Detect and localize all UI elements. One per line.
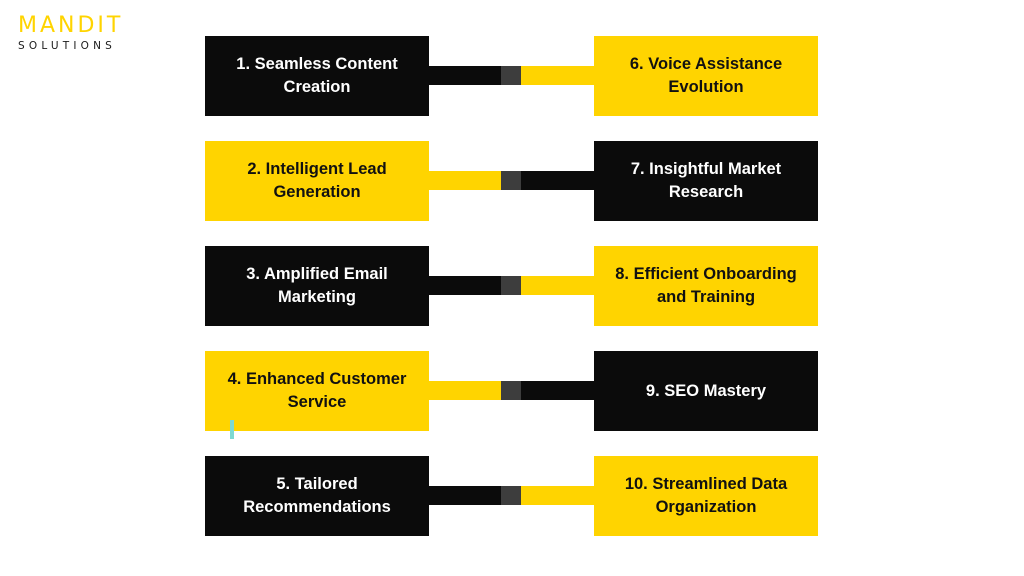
accent-mark [230, 420, 234, 439]
connector-right [521, 66, 594, 85]
benefit-label: 4. Enhanced Customer Service [227, 370, 407, 411]
benefit-label: 7. Insightful Market Research [630, 160, 782, 201]
benefit-box-right: 7. Insightful Market Research [594, 141, 818, 221]
connector-center [501, 486, 521, 505]
connector-center [501, 381, 521, 400]
benefit-label: 8. Efficient Onboarding and Training [615, 265, 797, 306]
brand-tagline: SOLUTIONS [18, 40, 117, 52]
connector-left [429, 486, 501, 505]
connector-right [521, 486, 594, 505]
connector-left [429, 276, 501, 295]
benefit-box-right: 8. Efficient Onboarding and Training [594, 246, 818, 326]
brand-logo: MANDIT SOLUTIONS [18, 13, 124, 53]
benefit-label: 2. Intelligent Lead Generation [247, 160, 387, 201]
benefit-label: 6. Voice Assistance Evolution [629, 55, 783, 96]
benefit-box-left: 2. Intelligent Lead Generation [205, 141, 429, 221]
benefit-box-left: 4. Enhanced Customer Service [205, 351, 429, 431]
benefit-box-right: 6. Voice Assistance Evolution [594, 36, 818, 116]
benefit-box-left: 1. Seamless Content Creation [205, 36, 429, 116]
connector-center [501, 66, 521, 85]
connector-right [521, 381, 594, 400]
connector-center [501, 276, 521, 295]
benefit-box-left: 3. Amplified Email Marketing [205, 246, 429, 326]
benefit-label: 1. Seamless Content Creation [236, 55, 398, 96]
benefit-label: 9. SEO Mastery [645, 381, 767, 400]
connector-center [501, 171, 521, 190]
connector-right [521, 276, 594, 295]
benefit-label: 5. Tailored Recommendations [243, 475, 391, 516]
connector-left [429, 381, 501, 400]
benefit-box-right: 9. SEO Mastery [594, 351, 818, 431]
benefit-label: 3. Amplified Email Marketing [246, 265, 388, 306]
connector-left [429, 171, 501, 190]
connector-right [521, 171, 594, 190]
connector-left [429, 66, 501, 85]
benefit-label: 10. Streamlined Data Organization [624, 475, 788, 516]
brand-name: MANDIT [18, 13, 124, 38]
benefit-box-right: 10. Streamlined Data Organization [594, 456, 818, 536]
benefit-box-left: 5. Tailored Recommendations [205, 456, 429, 536]
